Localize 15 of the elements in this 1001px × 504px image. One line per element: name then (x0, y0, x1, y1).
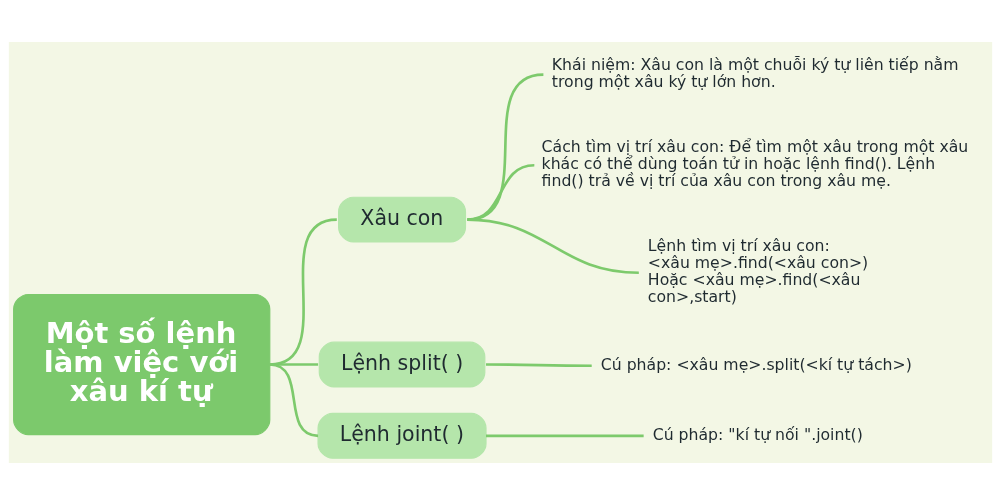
connector (269, 217, 338, 366)
node-text: Lệnh tìm vị trí xâu con: <xâu mẹ>.find(<xâu con>) Hoặc <xâu mẹ>.find(<xâu con>,start) (647, 235, 869, 306)
connector (486, 434, 644, 437)
node-text: Cú pháp: <xâu mẹ>.split(<kí tự tách>) (600, 354, 912, 374)
node-text: Khái niệm: Xâu con là một chuỗi ký tự liên tiếp nằm trong một xâu ký tự lớn hơn. (551, 54, 959, 91)
connector (467, 217, 639, 274)
node-box: Lệnh joint( ) (317, 412, 487, 459)
node-text: Cú pháp: "kí tự nối ".joint() (652, 424, 863, 444)
node-text: Cách tìm vị trí xâu con: Để tìm một xâu trong một xâu khác có thể dùng toán tử in hoặc lệnh find(). Lệnh find() trả về vị trí của xâu con trong xâu mẹ. (541, 136, 969, 190)
node-box: Một số lệnh làm việc với xâu kí tự (13, 293, 271, 435)
connector (269, 362, 319, 366)
node-box: Xâu con (338, 196, 467, 243)
node-box: Lệnh split( ) (318, 341, 486, 387)
connector (486, 362, 592, 367)
connector (269, 362, 319, 437)
